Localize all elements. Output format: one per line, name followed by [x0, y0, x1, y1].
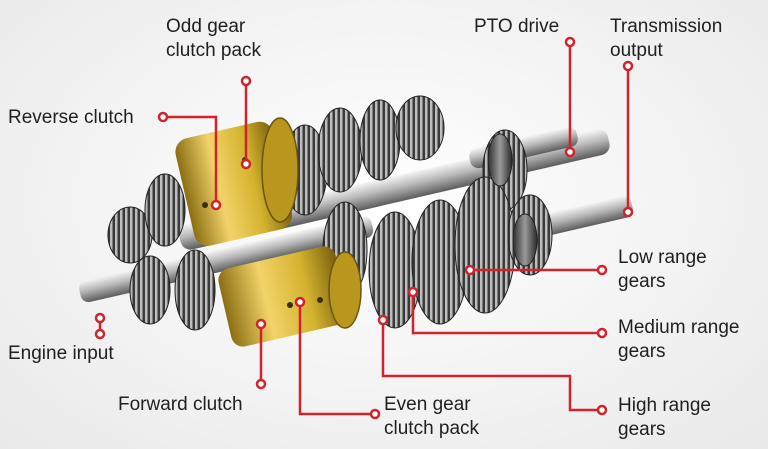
marker	[255, 318, 267, 330]
gear	[144, 173, 186, 247]
marker	[596, 404, 608, 416]
marker	[240, 75, 252, 87]
leader-reverse-clutch	[163, 115, 218, 205]
label-line: Transmission	[610, 16, 723, 37]
label-transmission-output: Transmission output	[610, 15, 722, 63]
label-even-gear-clutch-pack: Even gear clutch pack	[384, 393, 479, 441]
label-line: gears	[618, 271, 666, 292]
marker	[564, 36, 576, 48]
label-line: gears	[618, 419, 666, 440]
label-odd-gear-clutch-pack: Odd gear clutch pack	[166, 15, 261, 63]
label-engine-input: Engine input	[8, 342, 114, 366]
marker	[94, 328, 106, 340]
gear	[454, 176, 516, 314]
marker	[94, 312, 106, 324]
label-forward-clutch: Forward clutch	[118, 393, 243, 417]
label-line: Forward clutch	[118, 394, 243, 415]
marker	[240, 158, 252, 170]
marker	[564, 146, 576, 158]
marker	[464, 264, 476, 276]
marker	[294, 296, 306, 308]
leader-medium-range-gears	[411, 292, 602, 335]
odd-gear-clutch-pack-drum	[175, 117, 299, 246]
leader-lines	[98, 42, 630, 416]
label-pto-drive: PTO drive	[474, 15, 559, 39]
marker	[596, 327, 608, 339]
label-line: Engine input	[8, 343, 114, 364]
marker	[407, 286, 419, 298]
label-line: PTO drive	[474, 16, 560, 37]
label-low-range-gears: Low range gears	[618, 246, 707, 294]
gear	[129, 255, 171, 325]
label-line: Medium range	[618, 317, 740, 338]
even-gear-clutch-pack-drum	[218, 246, 362, 347]
output-flange	[512, 213, 538, 267]
marker	[596, 264, 608, 276]
label-line: output	[610, 40, 663, 61]
label-line: Low range	[618, 247, 707, 268]
leader-high-range-gears	[381, 320, 602, 412]
gear	[317, 107, 363, 193]
marker	[210, 199, 222, 211]
label-line: clutch pack	[166, 40, 262, 61]
marker	[255, 378, 267, 390]
label-reverse-clutch: Reverse clutch	[8, 106, 134, 130]
label-high-range-gears: High range gears	[618, 394, 711, 442]
marker	[622, 206, 634, 218]
gear	[395, 95, 445, 161]
marker	[157, 111, 169, 123]
gear	[174, 249, 216, 331]
leader-markers	[94, 36, 634, 420]
label-line: Even gear	[384, 394, 471, 415]
label-line: clutch pack	[384, 418, 480, 439]
marker	[622, 60, 634, 72]
transmission-assembly	[79, 95, 633, 347]
label-line: Reverse clutch	[8, 107, 134, 128]
gear	[359, 99, 401, 181]
leader-even-gear-clutch-pack	[298, 302, 375, 416]
label-line: gears	[618, 341, 666, 362]
marker	[377, 314, 389, 326]
marker	[369, 408, 381, 420]
label-medium-range-gears: Medium range gears	[618, 316, 739, 364]
pto-flange	[487, 133, 513, 187]
label-line: Odd gear	[166, 16, 246, 37]
label-line: High range	[618, 395, 711, 416]
